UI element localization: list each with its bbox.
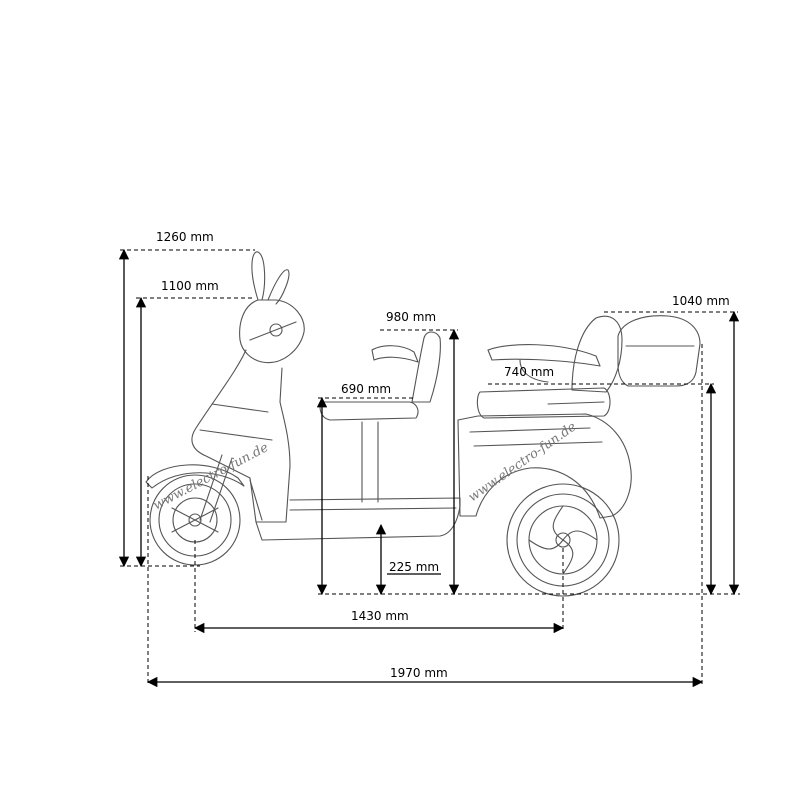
dim-label-1040: 1040 mm	[672, 294, 730, 308]
right-mirror	[267, 269, 290, 305]
dim-front-seat-height: 690 mm	[316, 382, 414, 596]
dim-label-1100: 1100 mm	[161, 279, 219, 293]
left-mirror	[251, 251, 266, 301]
front-seat-armrest	[371, 345, 419, 363]
dim-overall-length: 1970 mm	[146, 344, 704, 688]
dim-label-1260: 1260 mm	[156, 230, 214, 244]
rear-body	[457, 413, 632, 519]
dim-label-690: 690 mm	[341, 382, 391, 396]
rear-wheel	[506, 483, 620, 597]
front-body	[191, 349, 291, 523]
dim-label-740: 740 mm	[504, 365, 554, 379]
watermark-rear: www.electro-fun.de	[466, 419, 580, 505]
dim-ground-clearance: 225 mm	[375, 523, 441, 596]
front-fender	[145, 464, 245, 489]
dim-label-1970: 1970 mm	[390, 666, 448, 680]
rear-seat	[476, 387, 611, 419]
dim-label-225: 225 mm	[389, 560, 439, 574]
dim-wheelbase: 1430 mm	[193, 540, 565, 634]
trike-outline	[145, 251, 701, 597]
front-seat-post	[361, 421, 379, 503]
front-seat-backrest	[411, 331, 441, 403]
handlebar-head	[239, 299, 305, 364]
dim-overall-height: 1260 mm	[118, 230, 255, 568]
dim-front-backrest-height: 980 mm	[380, 310, 460, 596]
dim-rear-box-height: 1040 mm	[604, 294, 740, 596]
dim-label-980: 980 mm	[386, 310, 436, 324]
front-seat	[319, 401, 419, 421]
dim-rear-seat-height: 740 mm	[488, 365, 717, 596]
rear-seat-backrest	[571, 315, 623, 393]
rear-top-box	[617, 315, 701, 387]
dim-handlebar-height: 1100 mm	[135, 279, 255, 568]
front-fork	[199, 454, 233, 523]
rear-seat-armrest	[487, 344, 601, 367]
dim-label-1430: 1430 mm	[351, 609, 409, 623]
